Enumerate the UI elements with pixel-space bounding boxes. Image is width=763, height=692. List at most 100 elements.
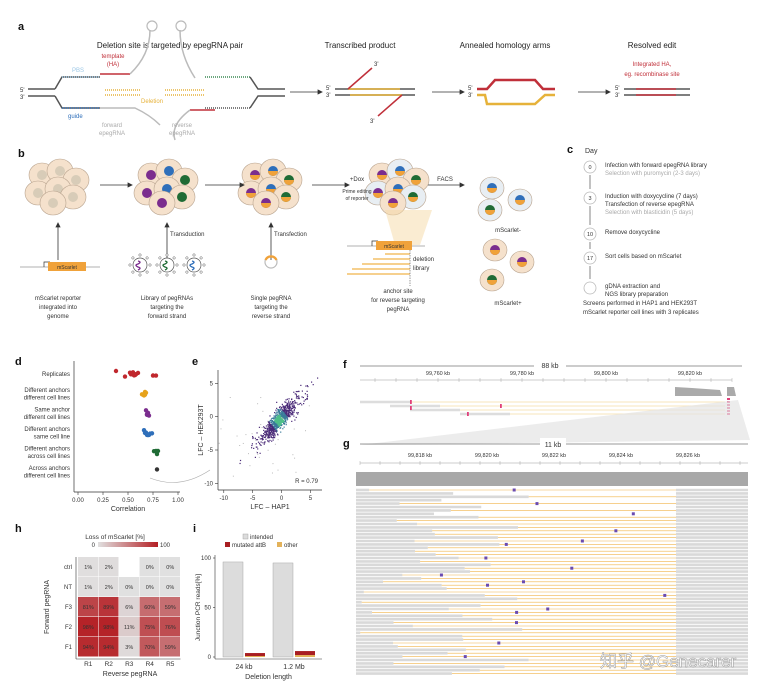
density-point	[266, 429, 268, 431]
density-point	[260, 441, 262, 443]
mismatch-marker	[410, 406, 412, 410]
day-number: 10	[587, 232, 593, 238]
outlier-point	[242, 442, 244, 444]
cell-value: 0%	[166, 585, 174, 591]
outlier-point	[258, 456, 260, 458]
density-point	[273, 418, 275, 420]
density-point	[263, 426, 265, 428]
cell-value: 0%	[146, 565, 154, 571]
data-point	[144, 432, 150, 438]
legend-swatch	[225, 542, 230, 547]
density-point	[265, 438, 267, 440]
bar-mutated	[245, 653, 265, 657]
density-point	[289, 411, 291, 414]
density-point	[285, 410, 287, 413]
panel-label-a: a	[18, 21, 25, 33]
ruler-tick-label: 99,820 kb	[678, 371, 702, 377]
density-point	[287, 408, 290, 410]
density-point	[298, 403, 301, 405]
cell-value: 1%	[84, 565, 92, 571]
resolved-text-1: Integrated HA,	[633, 62, 672, 68]
legend-swatch	[242, 533, 249, 540]
data-point	[132, 372, 138, 378]
virus-spike	[199, 270, 203, 274]
density-point	[306, 397, 308, 399]
panel-a: a Deletion site is targeted by epegRNA p…	[18, 20, 690, 141]
density-point	[310, 381, 313, 383]
density-point	[277, 419, 279, 421]
day-circle	[583, 251, 597, 265]
step3-text: targeting the	[254, 305, 288, 311]
column-label: R1	[84, 661, 93, 668]
outlier-point	[305, 430, 307, 432]
cell-nucleus	[164, 166, 174, 176]
x-tick-label: 0.50	[122, 498, 134, 504]
density-point	[283, 422, 285, 424]
outlier-point	[239, 444, 241, 446]
density-point	[272, 434, 274, 437]
outlier-point	[285, 406, 287, 408]
density-point	[282, 416, 284, 418]
density-point	[283, 413, 285, 415]
density-point	[280, 416, 283, 418]
cell-nucleus	[180, 175, 190, 185]
density-point	[274, 412, 276, 414]
mismatch-marker	[515, 610, 519, 614]
panel-a-title-2: Transcribed product	[325, 41, 397, 50]
legend-swatch	[277, 542, 282, 547]
density-point	[268, 436, 271, 438]
density-point	[276, 427, 278, 429]
density-point	[275, 416, 277, 418]
density-point	[275, 427, 277, 429]
three-prime-label: 3'	[374, 62, 378, 68]
density-point	[301, 404, 303, 406]
virus-spike	[192, 253, 196, 257]
five-prime-label: 5'	[20, 88, 24, 94]
step1-text: mScarlet reporter	[35, 296, 81, 302]
heatmap-cell	[139, 557, 160, 577]
x-axis-title: Deletion length	[245, 674, 292, 681]
density-point	[278, 410, 280, 413]
ruler-tick-label: 99,824 kb	[609, 453, 633, 459]
density-point	[278, 425, 280, 427]
density-point	[278, 413, 281, 415]
density-point	[268, 427, 270, 429]
density-point	[272, 417, 274, 419]
density-point	[262, 436, 264, 438]
density-point	[287, 412, 289, 415]
density-point	[277, 414, 279, 416]
nucleus-edit	[284, 180, 294, 185]
density-point	[259, 438, 261, 440]
category-label: Different anchors	[24, 427, 70, 433]
density-point	[275, 419, 277, 421]
dox-label: +Dox	[350, 177, 364, 183]
density-point	[267, 433, 269, 436]
density-point	[269, 433, 271, 435]
density-point	[280, 423, 282, 425]
cell-value: 59%	[165, 605, 176, 611]
density-point	[282, 407, 284, 409]
density-point	[270, 429, 272, 431]
density-point	[276, 419, 278, 422]
density-point	[291, 420, 293, 422]
outlier-point	[256, 451, 258, 453]
density-point	[278, 421, 280, 423]
density-point	[285, 415, 287, 417]
density-point	[294, 419, 296, 421]
density-point	[282, 412, 284, 414]
density-point	[288, 401, 290, 404]
density-point	[264, 441, 266, 443]
density-point	[282, 419, 284, 421]
heatmap-cell	[139, 597, 160, 617]
density-point	[271, 417, 273, 419]
cell-clusters	[24, 158, 535, 292]
y-tick-label: 100	[201, 556, 212, 562]
data-point	[153, 373, 159, 378]
density-point	[276, 416, 278, 419]
panel-label-d: d	[15, 356, 22, 368]
density-point	[275, 413, 277, 415]
density-point	[288, 402, 290, 405]
heatmap-cell	[160, 637, 180, 657]
density-point	[276, 401, 278, 403]
